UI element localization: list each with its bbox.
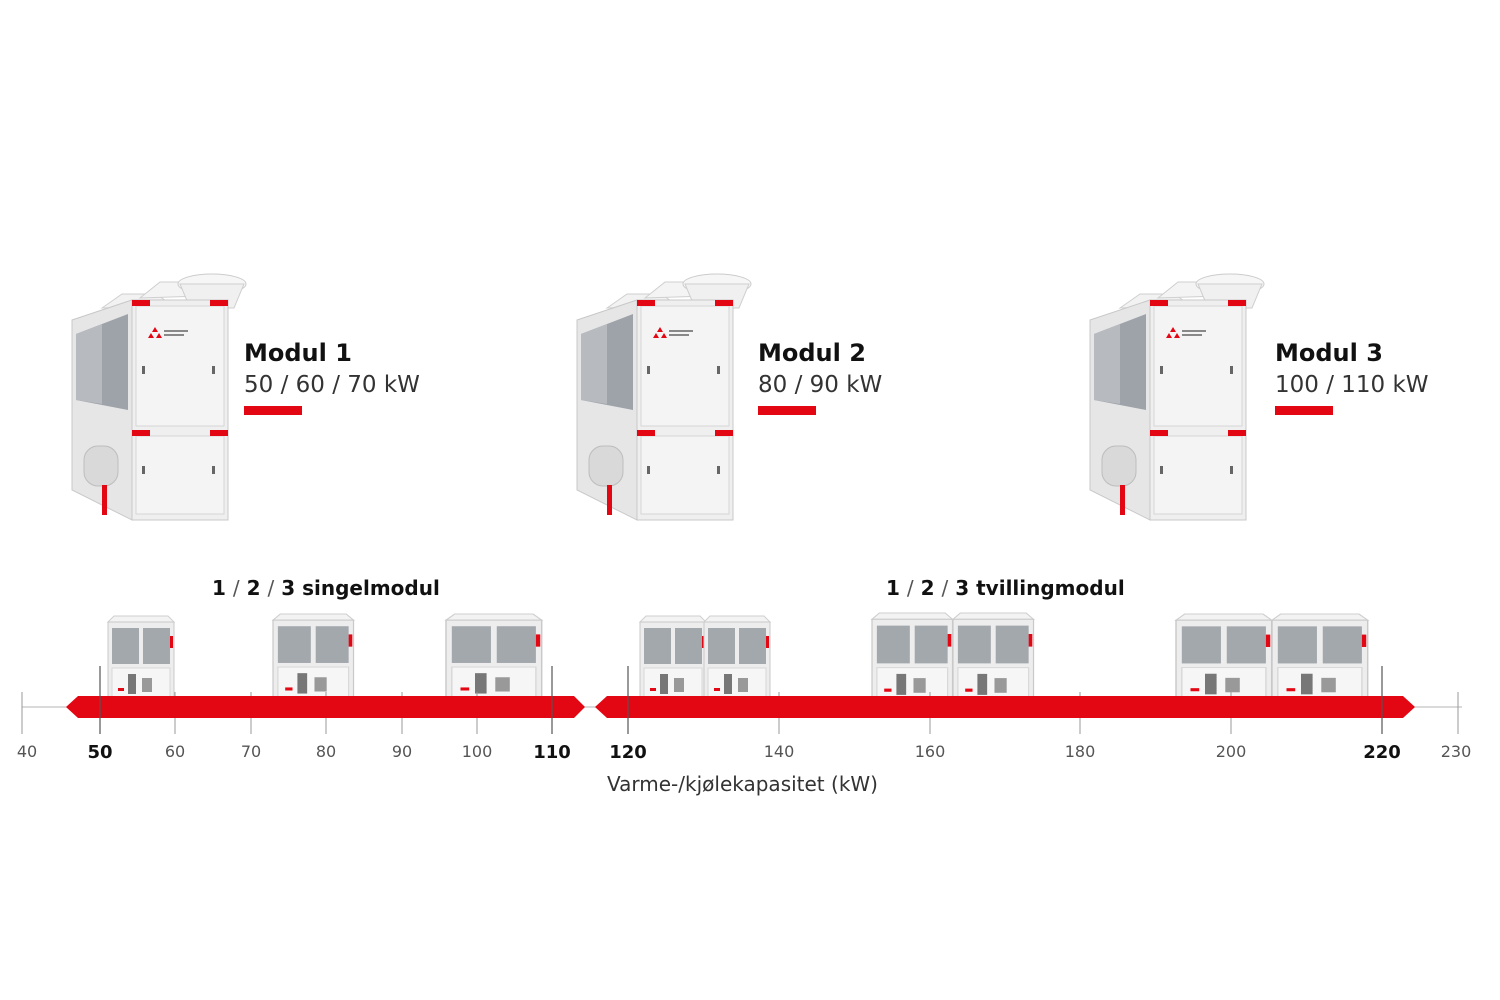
group-label-twin: 1 / 2 / 3 tvillingmodul	[886, 574, 1125, 602]
tick-label: 80	[316, 742, 336, 761]
module-1-image	[71, 273, 247, 521]
tick-label: 200	[1216, 742, 1247, 761]
single-unit-3	[445, 613, 543, 705]
tick-label: 180	[1065, 742, 1096, 761]
tick-label: 60	[165, 742, 185, 761]
tick-label: 120	[609, 742, 647, 763]
tick-label: 40	[17, 742, 37, 761]
single-unit-1	[107, 615, 175, 705]
module-2-image	[576, 273, 752, 521]
group-separator: /	[267, 576, 275, 600]
axis-title: Varme-/kjølekapasitet (kW)	[607, 772, 878, 796]
tick-label: 50	[87, 742, 112, 763]
twin-unit-2a	[871, 612, 954, 707]
group-separator: /	[941, 576, 949, 600]
module-accent-bar	[244, 406, 302, 415]
twin-unit-1a	[639, 615, 707, 705]
axis-tick-labels: 40 50 60 70 80 90 100 110 120 140 160 18…	[17, 742, 1471, 763]
tick-label: 160	[915, 742, 946, 761]
group-number: 1	[212, 576, 226, 600]
tick-label: 220	[1363, 742, 1401, 763]
group-label-single: 1 / 2 / 3 singelmodul	[212, 574, 440, 602]
module-capacity: 80 / 90 kW	[758, 372, 883, 398]
module-title: Modul 1	[244, 339, 352, 367]
range-arrow-single	[66, 696, 585, 718]
twin-unit-2b	[952, 612, 1035, 707]
capacity-diagram: 40 50 60 70 80 90 100 110 120 140 160 18…	[17, 612, 1471, 763]
group-separator: /	[232, 576, 240, 600]
tick-label: 230	[1441, 742, 1472, 761]
module-3-image	[1089, 273, 1265, 521]
group-name: singelmodul	[302, 576, 440, 600]
product-images	[71, 273, 1265, 521]
module-1: Modul 1 50 / 60 / 70 kW	[244, 338, 420, 415]
single-unit-2	[272, 613, 355, 705]
twin-unit-1b	[703, 615, 771, 705]
group-number: 3	[955, 576, 970, 600]
module-accent-bar	[1275, 406, 1333, 415]
tick-label: 70	[241, 742, 261, 761]
module-accent-bar	[758, 406, 816, 415]
tick-label: 110	[533, 742, 571, 763]
module-capacity: 100 / 110 kW	[1275, 372, 1429, 398]
module-capacity: 50 / 60 / 70 kW	[244, 372, 420, 398]
tick-label: 90	[392, 742, 412, 761]
tick-label: 140	[764, 742, 795, 761]
module-title: Modul 3	[1275, 339, 1383, 367]
module-3: Modul 3 100 / 110 kW	[1275, 338, 1429, 415]
range-arrow-twin	[595, 696, 1415, 718]
group-number: 2	[920, 576, 935, 600]
group-number: 2	[246, 576, 261, 600]
group-separator: /	[906, 576, 914, 600]
group-number: 1	[886, 576, 900, 600]
module-title: Modul 2	[758, 339, 866, 367]
range-end-markers	[99, 666, 1383, 734]
group-number: 3	[281, 576, 296, 600]
module-2: Modul 2 80 / 90 kW	[758, 338, 882, 415]
tick-label: 100	[462, 742, 493, 761]
group-name: tvillingmodul	[976, 576, 1125, 600]
twin-unit-3b	[1271, 613, 1369, 706]
twin-unit-3a	[1175, 613, 1273, 706]
